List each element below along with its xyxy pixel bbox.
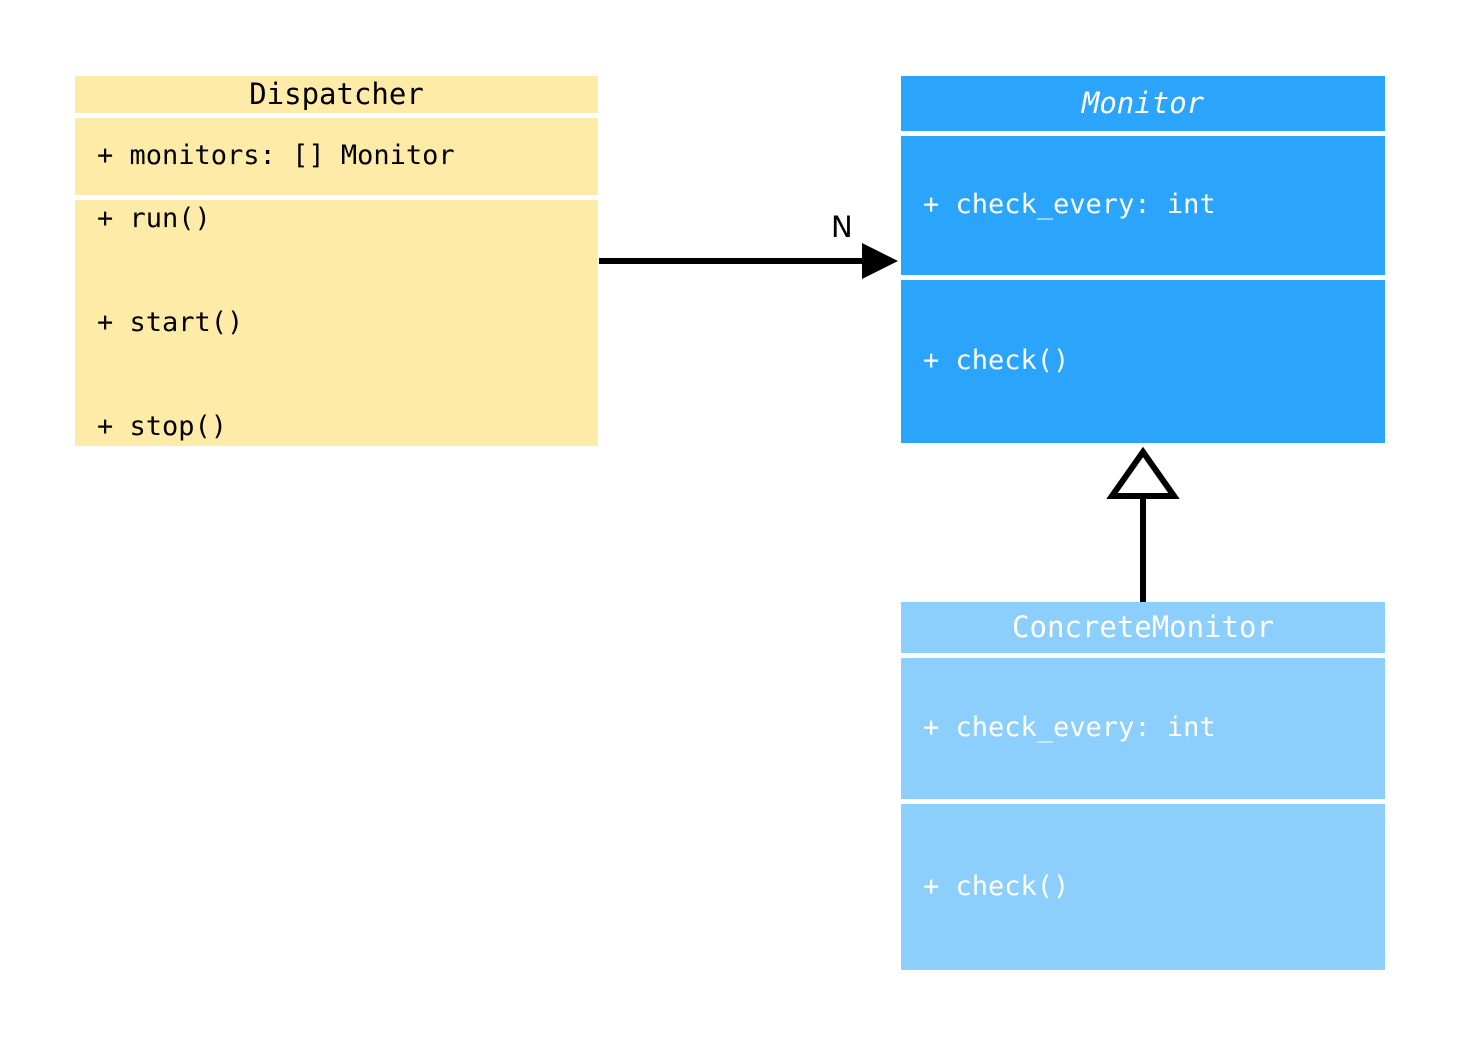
method-list-concretemonitor: + check() (901, 804, 1385, 970)
class-name-concretemonitor: ConcreteMonitor (1012, 610, 1274, 645)
uml-class-dispatcher[interactable]: Dispatcher + monitors: [] Monitor + run(… (75, 76, 598, 447)
method-item: + check() (923, 870, 1070, 902)
attribute-item: + check_every: int (923, 712, 1216, 744)
generalization-arrowhead-hollow-triangle (1106, 446, 1180, 499)
class-title-compartment-monitor: Monitor (901, 76, 1385, 131)
class-name-dispatcher: Dispatcher (249, 77, 424, 112)
method-item: + start() (97, 306, 244, 338)
attribute-list-dispatcher: + monitors: [] Monitor (75, 118, 598, 196)
attribute-item: + monitors: [] Monitor (97, 140, 455, 172)
class-methods-compartment-concretemonitor: + check() (901, 804, 1385, 970)
attribute-list-concretemonitor: + check_every: int (901, 658, 1385, 799)
uml-class-monitor[interactable]: Monitor + check_every: int + check() (901, 76, 1385, 443)
class-attributes-compartment-dispatcher: + monitors: [] Monitor (75, 117, 598, 196)
attribute-list-monitor: + check_every: int (901, 136, 1385, 276)
association-edge-dispatcher-monitor (599, 243, 898, 279)
class-methods-compartment-monitor: + check() (901, 280, 1385, 443)
method-item: + run() (97, 203, 211, 235)
generalization-edge-concretemonitor-monitor (1106, 446, 1180, 602)
method-item: + stop() (97, 410, 228, 442)
method-item: + check() (923, 345, 1070, 377)
class-title-compartment-dispatcher: Dispatcher (75, 76, 598, 113)
class-title-compartment-concretemonitor: ConcreteMonitor (901, 602, 1385, 653)
association-arrowhead-filled-triangle (862, 243, 898, 279)
method-list-dispatcher: + run() + start() + stop() (75, 200, 598, 446)
class-attributes-compartment-concretemonitor: + check_every: int (901, 657, 1385, 800)
uml-class-concretemonitor[interactable]: ConcreteMonitor + check_every: int + che… (901, 602, 1385, 970)
method-list-monitor: + check() (901, 280, 1385, 443)
class-methods-compartment-dispatcher: + run() + start() + stop() (75, 200, 598, 447)
class-name-monitor: Monitor (1081, 86, 1205, 121)
attribute-item: + check_every: int (923, 189, 1216, 221)
class-attributes-compartment-monitor: + check_every: int (901, 135, 1385, 276)
association-multiplicity-label: N (831, 210, 853, 244)
